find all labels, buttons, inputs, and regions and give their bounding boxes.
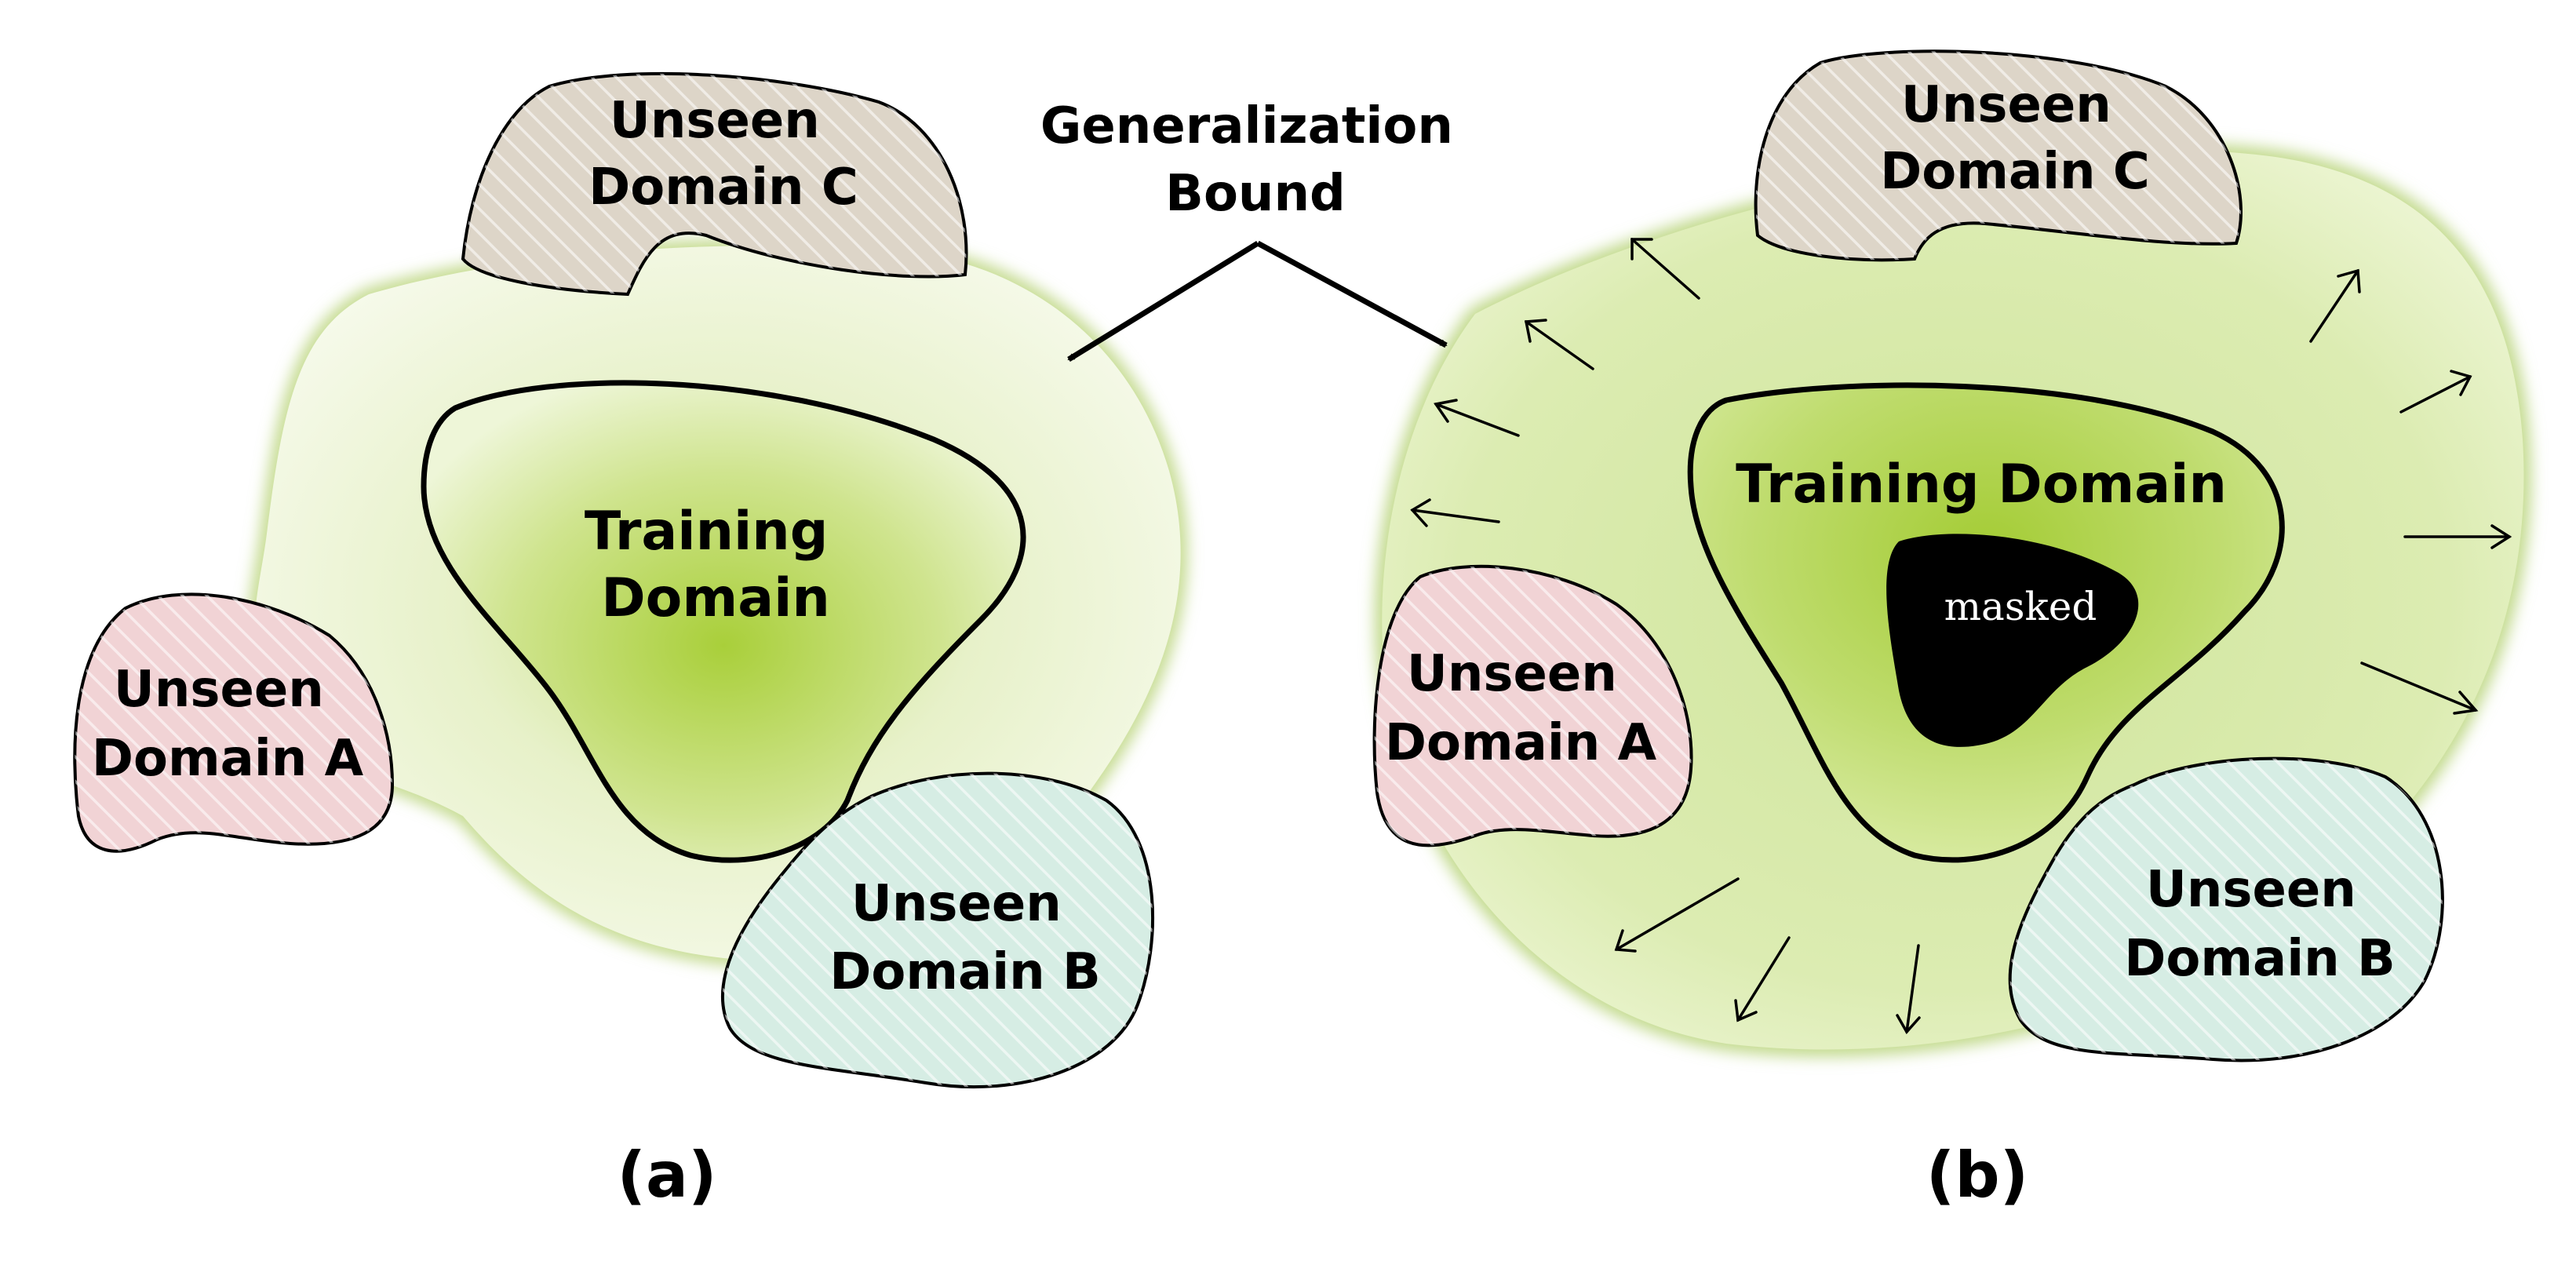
panel-a: Training Domain Unseen Domain C Unseen D…: [73, 71, 1186, 1212]
svg-text:Unseen Domain C: Unseen Domain C: [588, 92, 858, 217]
masked-region: masked: [1886, 534, 2139, 747]
expansion-arrow: [2360, 661, 2479, 715]
generalization-bound-label: Generalization Bound: [1040, 97, 1470, 223]
unseen-domain-a-b: Unseen Domain A: [1372, 564, 1693, 847]
expansion-arrow: [1734, 936, 1791, 1022]
expansion-arrows: [1410, 238, 2512, 1034]
expansion-arrow: [2399, 370, 2472, 414]
unseen-domain-c-b: Unseen Domain C: [1754, 49, 2243, 262]
unseen-domain-b-a: Unseen Domain B: [721, 771, 1155, 1089]
svg-text:Unseen Domain B: Unseen Domain B: [2124, 861, 2396, 988]
expansion-arrow: [1630, 238, 1700, 300]
svg-text:Unseen Domain C: Unseen Domain C: [1880, 76, 2150, 201]
expansion-arrow: [1434, 399, 1520, 437]
pointer-arrow-to-bound-a: [1067, 241, 1259, 362]
training-domain-region-a: [421, 380, 1026, 863]
training-domain-label-a: Training Domain: [585, 501, 847, 629]
caption-b: (b): [1926, 1139, 2028, 1212]
expansion-arrow: [1614, 877, 1740, 953]
unseen-domain-b-b: Unseen Domain B: [2008, 756, 2444, 1062]
unseen-domain-a-a: Unseen Domain A: [73, 592, 395, 853]
masked-label: masked: [1944, 584, 2097, 629]
panel-b: Training Domain masked Unseen Domain C U…: [1372, 49, 2530, 1212]
unseen-domain-c-a: Unseen Domain C: [461, 71, 968, 297]
expansion-arrow: [2403, 524, 2512, 549]
svg-text:Unseen Domain A: Unseen Domain A: [92, 661, 364, 788]
training-domain-label-b: Training Domain: [1736, 454, 2227, 516]
expansion-arrow: [1896, 944, 1921, 1034]
generalization-bound-annotation: Generalization Bound: [1040, 97, 1470, 362]
expansion-arrow: [1410, 498, 1500, 527]
expansion-arrow: [1524, 319, 1594, 370]
svg-text:Unseen Domain B: Unseen Domain B: [829, 875, 1101, 1001]
pointer-arrow-to-bound-b: [1256, 240, 1448, 348]
caption-a: (a): [617, 1139, 716, 1212]
expansion-arrow: [2309, 268, 2361, 343]
svg-text:Unseen Domain A: Unseen Domain A: [1385, 645, 1657, 772]
